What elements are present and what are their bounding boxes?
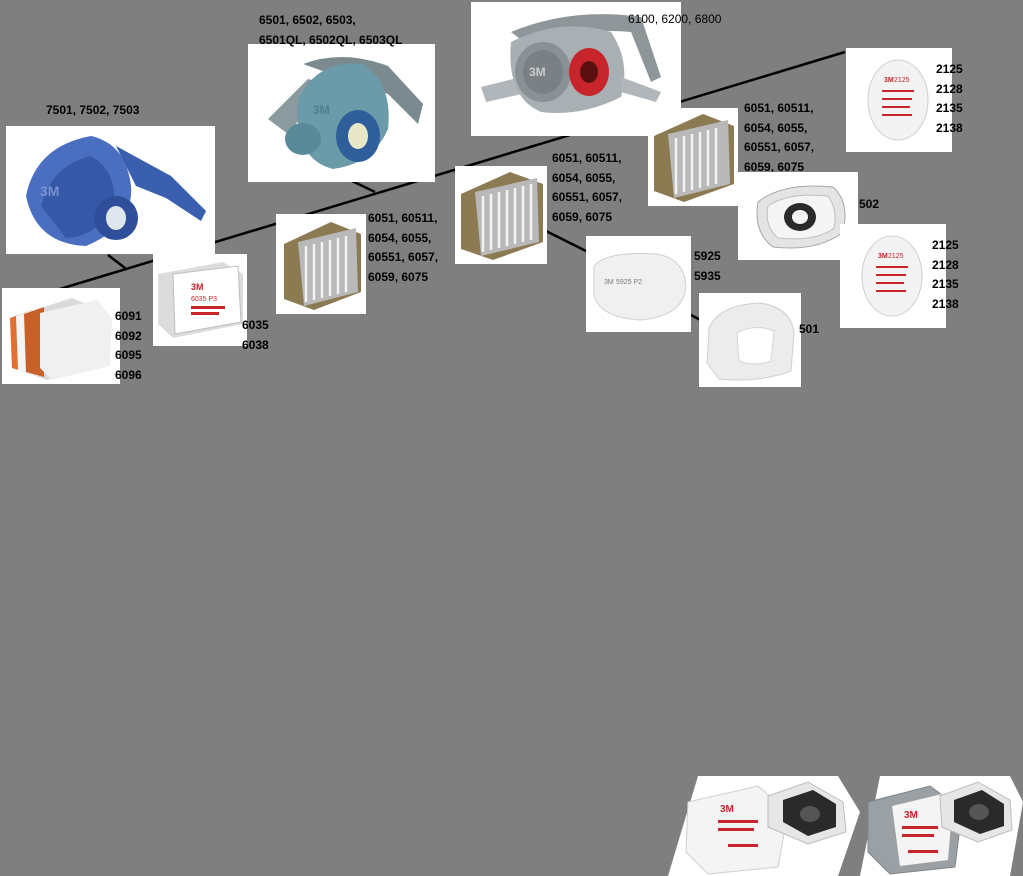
label-mask-6000: 6100, 6200, 6800 xyxy=(628,12,722,26)
svg-text:3M: 3M xyxy=(529,65,546,79)
mask-6000-card[interactable]: 3M xyxy=(471,2,681,136)
label-filter-6091: 6091 6092 6095 6096 xyxy=(115,309,142,382)
label-adapter-502: 502 xyxy=(859,197,880,211)
half-mask-6500-icon: 3M xyxy=(268,56,423,169)
label-filter-2125-top: 2125 2128 2135 2138 xyxy=(936,62,963,135)
round-filter-2125-icon: 3M 2125 xyxy=(867,59,929,141)
kit-2128-card[interactable]: 3M xyxy=(860,772,1023,876)
cartridge-mid-card[interactable] xyxy=(455,166,547,264)
label-cartridge-mid: 6051, 60511, 6054, 6055, 60551, 6057, 60… xyxy=(552,151,623,224)
gas-cartridge-icon xyxy=(461,172,543,260)
filter-2125-bottom-card[interactable]: 3M 2125 xyxy=(840,224,946,328)
svg-text:3M: 3M xyxy=(884,77,894,84)
filter-retainer-501-icon xyxy=(706,302,795,381)
svg-text:3M: 3M xyxy=(40,183,59,199)
svg-text:2125: 2125 xyxy=(894,77,910,84)
svg-text:3M: 3M xyxy=(878,253,888,260)
round-filter-2125-icon: 3M 2125 xyxy=(861,235,923,317)
connector-6500 xyxy=(349,178,376,194)
gas-cartridge-icon xyxy=(654,114,734,202)
cartridge-left-card[interactable] xyxy=(276,214,366,314)
label-filter-2125-bottom: 2125 2128 2135 2138 xyxy=(932,238,959,311)
label-mask-7500: 7501, 7502, 7503 xyxy=(46,103,140,117)
particulate-filter-6035-icon: 3M 6035 P3 xyxy=(158,262,243,338)
gas-cartridge-icon xyxy=(284,222,361,310)
mask-7500-card[interactable]: 3M xyxy=(6,126,215,254)
filter-6035-card[interactable]: 3M 6035 P3 xyxy=(153,254,247,346)
half-mask-6000-icon: 3M xyxy=(481,14,661,113)
svg-text:3M: 3M xyxy=(604,279,614,286)
kit-6035-2091-card[interactable]: 3M xyxy=(668,772,860,876)
svg-text:2125: 2125 xyxy=(888,253,904,260)
cartridge-right-card[interactable] xyxy=(648,108,738,206)
label-filter-5925: 5925 5935 xyxy=(694,249,721,283)
filter-6091-card[interactable] xyxy=(2,288,120,384)
connector-7500 xyxy=(107,254,126,269)
svg-text:5925 P2: 5925 P2 xyxy=(616,279,642,286)
adapter-502-card[interactable] xyxy=(738,172,858,260)
label-filter-6035: 6035 6038 xyxy=(242,318,269,352)
filter-adapter-502-icon xyxy=(756,185,846,249)
label-mask-6500-line2: 6501QL, 6502QL, 6503QL xyxy=(259,33,403,47)
half-mask-7500-icon: 3M xyxy=(26,136,206,246)
filter-kit-white-icon: 3M xyxy=(668,776,860,876)
svg-text:6035 P3: 6035 P3 xyxy=(191,296,217,303)
mask-6500-card[interactable]: 3M xyxy=(248,44,435,182)
filter-2125-top-card[interactable]: 3M 2125 xyxy=(846,48,952,152)
svg-text:3M: 3M xyxy=(191,282,204,292)
svg-text:3M: 3M xyxy=(904,810,918,821)
filter-kit-grey-icon: 3M xyxy=(860,776,1023,876)
label-cartridge-right: 6051, 60511, 6054, 6055, 60551, 6057, 60… xyxy=(744,101,815,174)
filter-pad-5925-icon: 3M 5925 P2 xyxy=(593,253,687,321)
retainer-501-card[interactable] xyxy=(699,293,801,387)
label-mask-6500-line1: 6501, 6502, 6503, xyxy=(259,13,356,27)
label-cartridge-left: 6051, 60511, 6054, 6055, 60551, 6057, 60… xyxy=(368,211,439,284)
svg-text:3M: 3M xyxy=(313,103,330,117)
filter-5925-card[interactable]: 3M 5925 P2 xyxy=(586,236,691,332)
svg-text:3M: 3M xyxy=(720,804,734,815)
particulate-filter-6091-icon xyxy=(10,298,112,380)
label-retainer-501: 501 xyxy=(799,322,820,336)
